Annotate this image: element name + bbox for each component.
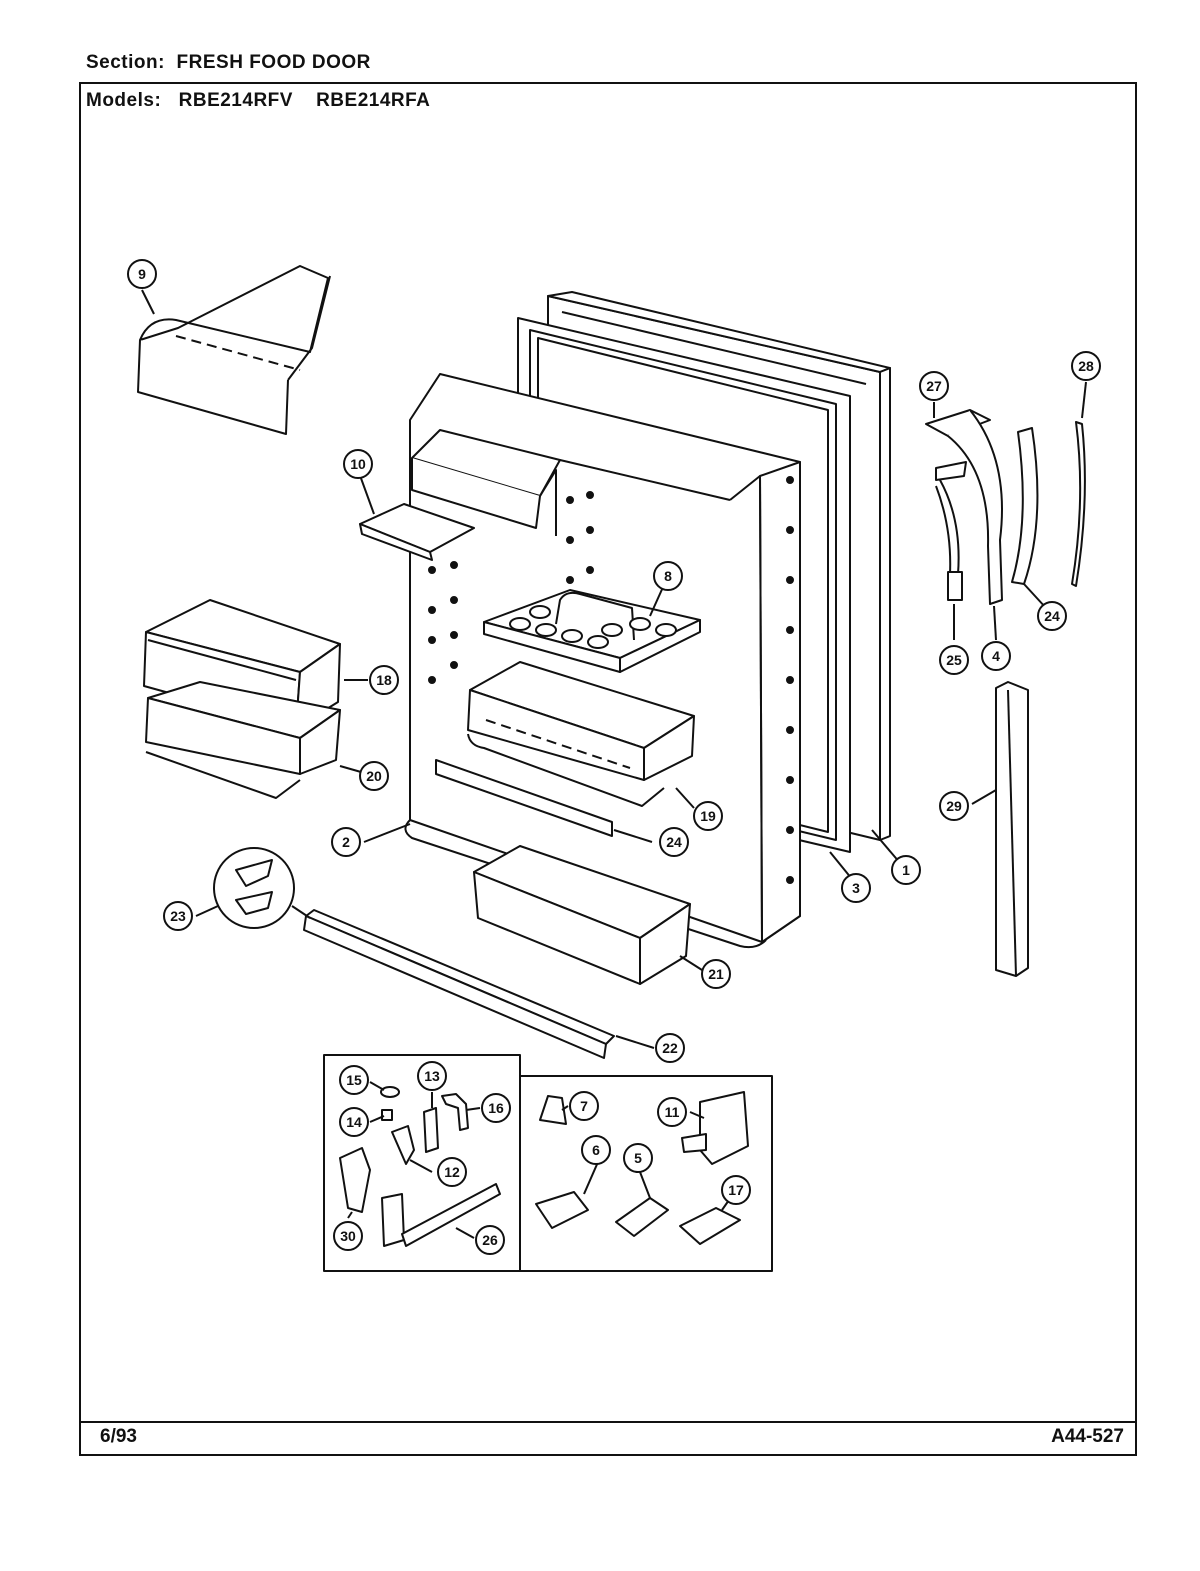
- liner-trim-strip: [435, 759, 613, 837]
- svg-text:25: 25: [946, 652, 962, 668]
- liner-upper-shelf: [411, 429, 761, 536]
- svg-text:11: 11: [665, 1104, 680, 1120]
- svg-text:10: 10: [350, 456, 366, 472]
- callout-24-hinge: 24: [1037, 601, 1067, 631]
- callout-2: 2: [331, 827, 361, 857]
- callout-22: 22: [655, 1033, 685, 1063]
- section-value: FRESH FOOD DOOR: [176, 52, 371, 73]
- model-number-1: RBE214RFV: [178, 90, 293, 111]
- svg-text:24: 24: [666, 834, 682, 850]
- svg-text:24: 24: [1044, 608, 1060, 624]
- callout-3: 3: [841, 873, 871, 903]
- callout-14: 14: [339, 1107, 369, 1137]
- rail-clip-detail: [213, 847, 311, 929]
- callout-6: 6: [581, 1135, 611, 1165]
- svg-text:5: 5: [634, 1150, 642, 1166]
- svg-text:18: 18: [376, 672, 392, 688]
- svg-text:13: 13: [424, 1068, 440, 1084]
- callout-25: 25: [939, 645, 969, 675]
- svg-text:23: 23: [170, 908, 186, 924]
- svg-text:19: 19: [700, 808, 716, 824]
- callout-13: 13: [417, 1061, 447, 1091]
- svg-text:7: 7: [580, 1098, 588, 1114]
- diagram-frame: [79, 82, 1137, 1456]
- svg-text:26: 26: [482, 1232, 498, 1248]
- svg-text:9: 9: [138, 266, 146, 282]
- hinge-bushing-parts: [535, 1091, 749, 1245]
- callout-11: 11: [657, 1097, 687, 1127]
- callout-4: 4: [981, 641, 1011, 671]
- svg-text:2: 2: [342, 834, 350, 850]
- callout-24-liner: 24: [659, 827, 689, 857]
- hinge-cover-assembly: [925, 409, 1086, 605]
- door-shelf-bin-bottom: [473, 845, 691, 985]
- callout-7: 7: [569, 1091, 599, 1121]
- side-trim-strip: [995, 681, 1029, 977]
- svg-text:20: 20: [366, 768, 382, 784]
- callout-15: 15: [339, 1065, 369, 1095]
- callout-17: 17: [721, 1175, 751, 1205]
- hinge-hardware-parts: [339, 1086, 501, 1247]
- footer-divider: [79, 1421, 1137, 1423]
- callout-26: 26: [475, 1225, 505, 1255]
- callout-28: 28: [1071, 351, 1101, 381]
- svg-text:22: 22: [662, 1040, 678, 1056]
- svg-text:8: 8: [664, 568, 672, 584]
- callout-18: 18: [369, 665, 399, 695]
- door-bottom-trim-rail: [303, 909, 615, 1059]
- callout-16: 16: [481, 1093, 511, 1123]
- svg-text:17: 17: [728, 1182, 744, 1198]
- callout-20: 20: [359, 761, 389, 791]
- svg-text:14: 14: [346, 1114, 362, 1130]
- door-shelf-bin-lower: [145, 681, 341, 799]
- footer-date: 6/93: [100, 1426, 137, 1447]
- callout-29: 29: [939, 791, 969, 821]
- callout-23: 23: [163, 901, 193, 931]
- model-number-2: RBE214RFA: [316, 90, 431, 111]
- svg-text:3: 3: [852, 880, 860, 896]
- callout-5: 5: [623, 1143, 653, 1173]
- section-heading: Section: FRESH FOOD DOOR: [86, 52, 371, 74]
- svg-text:29: 29: [946, 798, 962, 814]
- svg-text:1: 1: [902, 862, 910, 878]
- callout-1: 1: [891, 855, 921, 885]
- callout-12: 12: [437, 1157, 467, 1187]
- butter-shelf-insert: [359, 503, 475, 561]
- callout-9: 9: [127, 259, 157, 289]
- svg-text:21: 21: [708, 966, 724, 982]
- svg-text:6: 6: [592, 1142, 600, 1158]
- svg-text:12: 12: [444, 1164, 460, 1180]
- models-heading: Models: RBE214RFV RBE214RFA: [86, 90, 430, 112]
- callout-21: 21: [701, 959, 731, 989]
- section-label: Section:: [86, 52, 165, 73]
- callout-19: 19: [693, 801, 723, 831]
- callout-27: 27: [919, 371, 949, 401]
- svg-text:28: 28: [1078, 358, 1094, 374]
- svg-text:27: 27: [926, 378, 942, 394]
- models-label: Models:: [86, 90, 162, 111]
- liner-fastener-row: [428, 476, 794, 884]
- diagram-code: A44-527: [1051, 1426, 1124, 1447]
- egg-tray: [483, 589, 701, 673]
- door-shelf-bin-mid: [467, 661, 695, 807]
- svg-text:15: 15: [346, 1072, 362, 1088]
- svg-text:16: 16: [488, 1100, 504, 1116]
- callout-30: 30: [333, 1221, 363, 1251]
- callout-10: 10: [343, 449, 373, 479]
- callout-8: 8: [653, 561, 683, 591]
- svg-text:30: 30: [340, 1228, 356, 1244]
- dairy-compartment-door: [137, 265, 331, 435]
- svg-text:4: 4: [992, 648, 1000, 664]
